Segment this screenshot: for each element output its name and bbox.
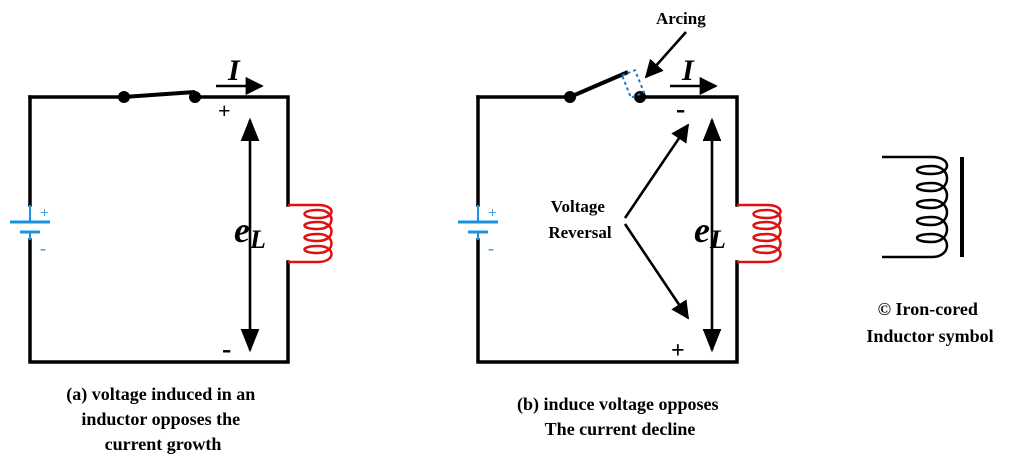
circuit-b: + - I - + eL Arcing Voltage Reversal (b)… <box>458 9 782 439</box>
inductor-b-coil <box>737 203 782 264</box>
switch-b-contact <box>634 91 646 103</box>
caption-a-line-2: inductor opposes the <box>81 409 240 429</box>
switch-b-pivot <box>564 91 576 103</box>
circuit-a: + - I + - eL (a) voltage induced in an i… <box>10 54 333 454</box>
emf-a-plus: + <box>218 98 231 123</box>
reversal-line-2: Reversal <box>548 223 612 242</box>
caption-b-line-1: (b) induce voltage opposes <box>517 394 719 415</box>
iron-core-inductor-symbol: © Iron-cored Inductor symbol <box>866 155 994 346</box>
caption-c-line-2: Inductor symbol <box>866 326 993 346</box>
emf-b-sub: L <box>709 225 726 254</box>
switch-b-blade <box>569 70 629 99</box>
reversal-arrow-up <box>623 123 690 219</box>
battery-b-symbol: + - <box>458 205 498 258</box>
voltage-reversal-label: Voltage Reversal <box>548 197 612 242</box>
battery-a-minus: - <box>40 238 46 258</box>
inductor-a-coil <box>288 203 333 264</box>
emf-b-top-sign: - <box>676 94 685 125</box>
battery-a-symbol: + - <box>10 205 50 258</box>
caption-b-line-2: The current decline <box>545 419 696 439</box>
reversal-line-1: Voltage <box>551 197 606 216</box>
caption-b: (b) induce voltage opposes The current d… <box>517 394 723 439</box>
arc-gap-box <box>620 68 646 100</box>
battery-a-plus: + <box>40 205 49 222</box>
iron-core-coil <box>882 155 949 259</box>
current-a-label: I <box>227 54 241 87</box>
wire-b-bottom <box>476 238 739 364</box>
wire-b-top-right <box>638 95 739 207</box>
switch-a-pivot <box>118 91 130 103</box>
emf-a-symbol: eL <box>234 210 266 254</box>
caption-c-line-1: © Iron-cored <box>878 299 978 319</box>
battery-b-plus: + <box>488 205 497 222</box>
emf-a-main: e <box>234 210 250 250</box>
arcing-label: Arcing <box>656 9 706 28</box>
caption-a-line-3: current growth <box>105 434 222 454</box>
emf-a-minus: - <box>222 334 231 365</box>
emf-b-bottom-sign: + <box>671 338 685 364</box>
arcing-arrow <box>644 31 687 79</box>
current-b-label: I <box>681 54 695 87</box>
switch-a-blade <box>123 90 196 99</box>
emf-a-sub: L <box>249 225 266 254</box>
caption-a: (a) voltage induced in an inductor oppos… <box>66 384 260 454</box>
wire-a-bottom <box>28 238 290 364</box>
emf-b-main: e <box>694 210 710 250</box>
wire-a-top-right <box>193 95 290 207</box>
caption-c: © Iron-cored Inductor symbol <box>866 299 993 346</box>
reversal-arrow-down <box>623 223 690 320</box>
caption-a-line-1: (a) voltage induced in an <box>66 384 255 405</box>
switch-a-contact <box>189 91 201 103</box>
emf-b-symbol: eL <box>694 210 726 254</box>
battery-b-minus: - <box>488 238 494 258</box>
